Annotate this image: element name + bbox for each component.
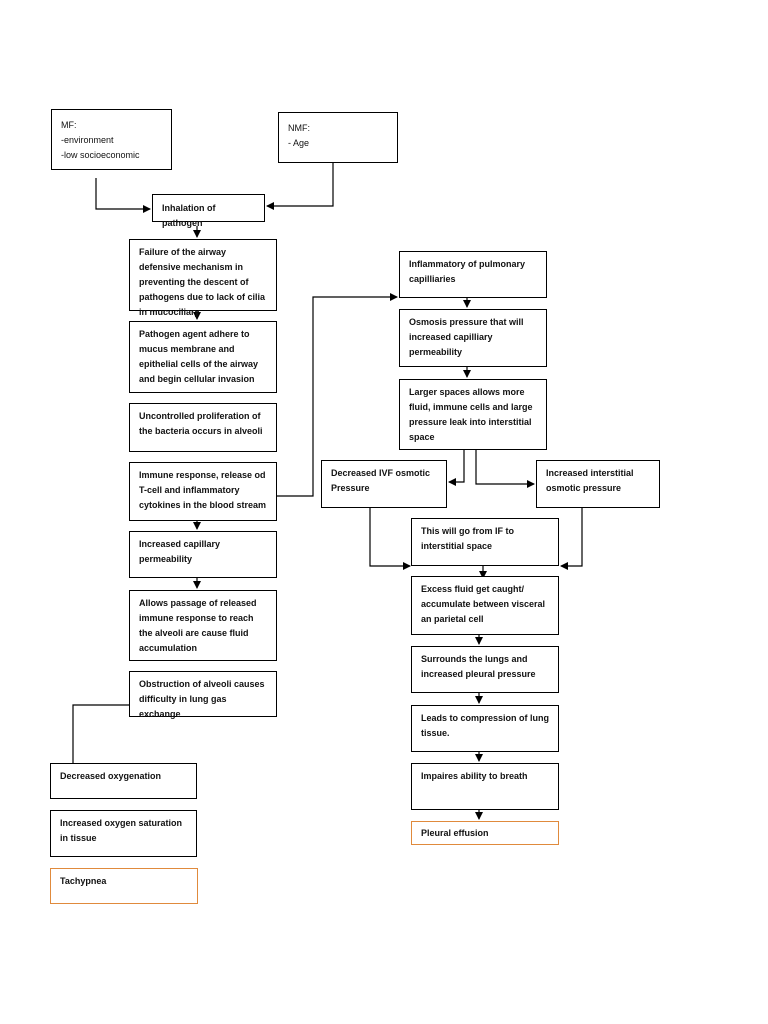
box-obstruction: Obstruction of alveoli causes difficulty…: [129, 671, 277, 719]
box-adhere: Pathogen agent adhere to mucus membrane …: [129, 321, 277, 393]
box-decreased-oxygenation: Decreased oxygenation: [50, 763, 197, 799]
box-if-to-interstitial: This will go from IF to interstitial spa…: [411, 518, 559, 566]
box-larger-spaces: Larger spaces allows more fluid, immune …: [399, 379, 547, 450]
box-passage: Allows passage of released immune respon…: [129, 590, 277, 661]
connector-increased-interstitial-to-if: [560, 508, 583, 570]
connector-immune-to-inflammatory: [277, 293, 398, 497]
box-excess-fluid: Excess fluid get caught/ accumulate betw…: [411, 576, 559, 635]
box-pleural-effusion: Pleural effusion: [411, 821, 559, 845]
box-failure: Failure of the airway defensive mechanis…: [129, 239, 277, 317]
box-immune: Immune response, release od T-cell and i…: [129, 462, 277, 521]
box-nmf: NMF: - Age: [278, 112, 398, 163]
box-surrounds-lungs: Surrounds the lungs and increased pleura…: [411, 646, 559, 693]
box-decreased-ivf: Decreased IVF osmotic Pressure: [321, 460, 447, 508]
connector-obstruction-to-decreased-oxygenation: [69, 704, 129, 776]
box-inflammatory: Inflammatory of pulmonary capilliaries: [399, 251, 547, 298]
box-mf: MF: -environment -low socioeconomic: [51, 109, 172, 170]
connector-larger-to-decreased-ivf: [448, 450, 465, 486]
box-inhalation: Inhalation of pathogen: [152, 194, 265, 228]
box-capillary-permeability: Increased capillary permeability: [129, 531, 277, 578]
box-proliferation: Uncontrolled proliferation of the bacter…: [129, 403, 277, 452]
box-osmosis: Osmosis pressure that will increased cap…: [399, 309, 547, 367]
connector-decreased-ivf-to-if: [369, 508, 411, 570]
box-impaires: Impaires ability to breath: [411, 763, 559, 810]
box-increased-interstitial: Increased interstitial osmotic pressure: [536, 460, 660, 508]
box-tachypnea: Tachypnea: [50, 868, 198, 904]
connector-nmf-to-inhalation: [266, 163, 334, 210]
box-compression: Leads to compression of lung tissue.: [411, 705, 559, 752]
connector-mf-to-inhalation: [95, 178, 151, 213]
box-increased-oxygen-saturation: Increased oxygen saturation in tissue: [50, 810, 197, 857]
connector-larger-to-increased-interstitial: [475, 450, 535, 488]
